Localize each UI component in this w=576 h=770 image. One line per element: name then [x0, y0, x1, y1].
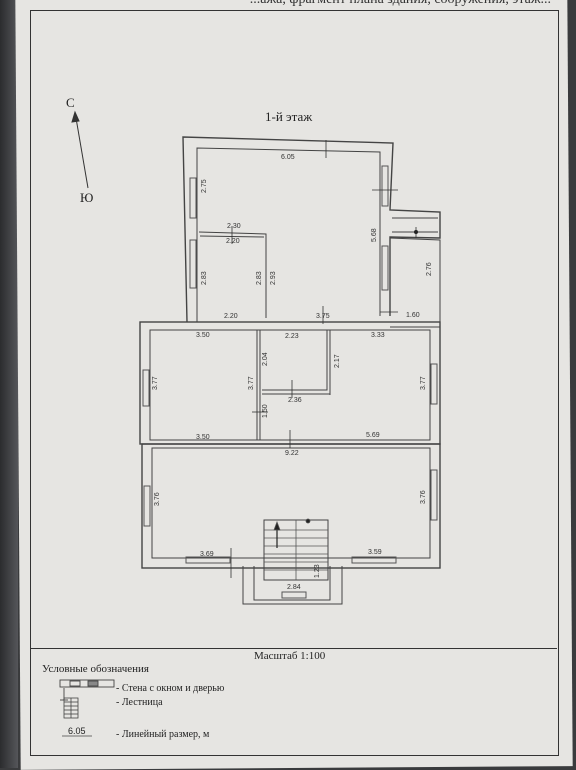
floor-title: 1-й этаж: [265, 109, 313, 124]
dimension-label: 2.20: [224, 313, 238, 320]
dimension-label: 2.84: [287, 584, 301, 591]
dimension-label: 2.30: [227, 223, 241, 230]
dimension-label: 3.76: [154, 492, 161, 506]
scale-row: Масштаб 1:100: [30, 648, 557, 663]
dimension-label: 3.77: [420, 376, 427, 390]
header-strip: ...ажа, фрагмент плана здания, сооружени…: [30, 0, 557, 10]
compass-arrow-icon: [71, 110, 89, 189]
dimension-label: 3.77: [152, 376, 159, 390]
dimension-label: 3.33: [371, 332, 385, 339]
dimension-label: 2.93: [270, 271, 277, 285]
legend-item-dimension: - Линейный размер, м: [116, 729, 210, 740]
page-shadow: [0, 0, 18, 768]
dimension-label: 2.17: [334, 354, 341, 368]
dimension-label: 1.23: [314, 564, 321, 578]
dimension-label: 3.77: [248, 376, 255, 390]
dimension-label: 2.20: [226, 238, 240, 245]
dimension-label: 5.68: [371, 228, 378, 242]
legend-item-stairs: - Лестница: [116, 697, 163, 708]
dimension-label: 2.76: [426, 262, 433, 276]
dimension-label: 3.50: [196, 434, 210, 441]
dimension-label: 2.83: [256, 271, 263, 285]
compass-north-label: Ю: [80, 190, 94, 205]
dimension-label: 3.76: [420, 490, 427, 504]
dimension-label: 2.75: [201, 179, 208, 193]
dimension-label: 3.59: [368, 549, 382, 556]
dimension-label: 3.69: [200, 551, 214, 558]
legend-sample-dimension: 6.05: [68, 726, 86, 736]
scale-label: Масштаб 1:100: [254, 650, 326, 662]
dimension-label: 3.75: [316, 313, 330, 320]
dimension-label: 3.50: [196, 332, 210, 339]
stairs-icon: [264, 518, 328, 580]
dimension-label: 6.05: [281, 154, 295, 161]
dimension-label: 1.60: [406, 312, 420, 319]
dimension-label: 9.22: [285, 450, 299, 457]
dimension-label: 1.50: [262, 404, 269, 418]
page-frame: [30, 10, 559, 756]
dimension-label: 2.23: [285, 333, 299, 340]
header-text: ...ажа, фрагмент плана здания, сооружени…: [250, 0, 551, 8]
legend-title: Условные обозначения: [42, 663, 149, 675]
dimension-label: 2.83: [201, 271, 208, 285]
legend-item-wall: - Стена с окном и дверью: [116, 683, 225, 694]
dimension-label: 2.36: [288, 397, 302, 404]
dimension-label: 5.69: [366, 432, 380, 439]
compass-south-label: С: [66, 95, 75, 110]
dimension-label: 2.04: [262, 352, 269, 366]
